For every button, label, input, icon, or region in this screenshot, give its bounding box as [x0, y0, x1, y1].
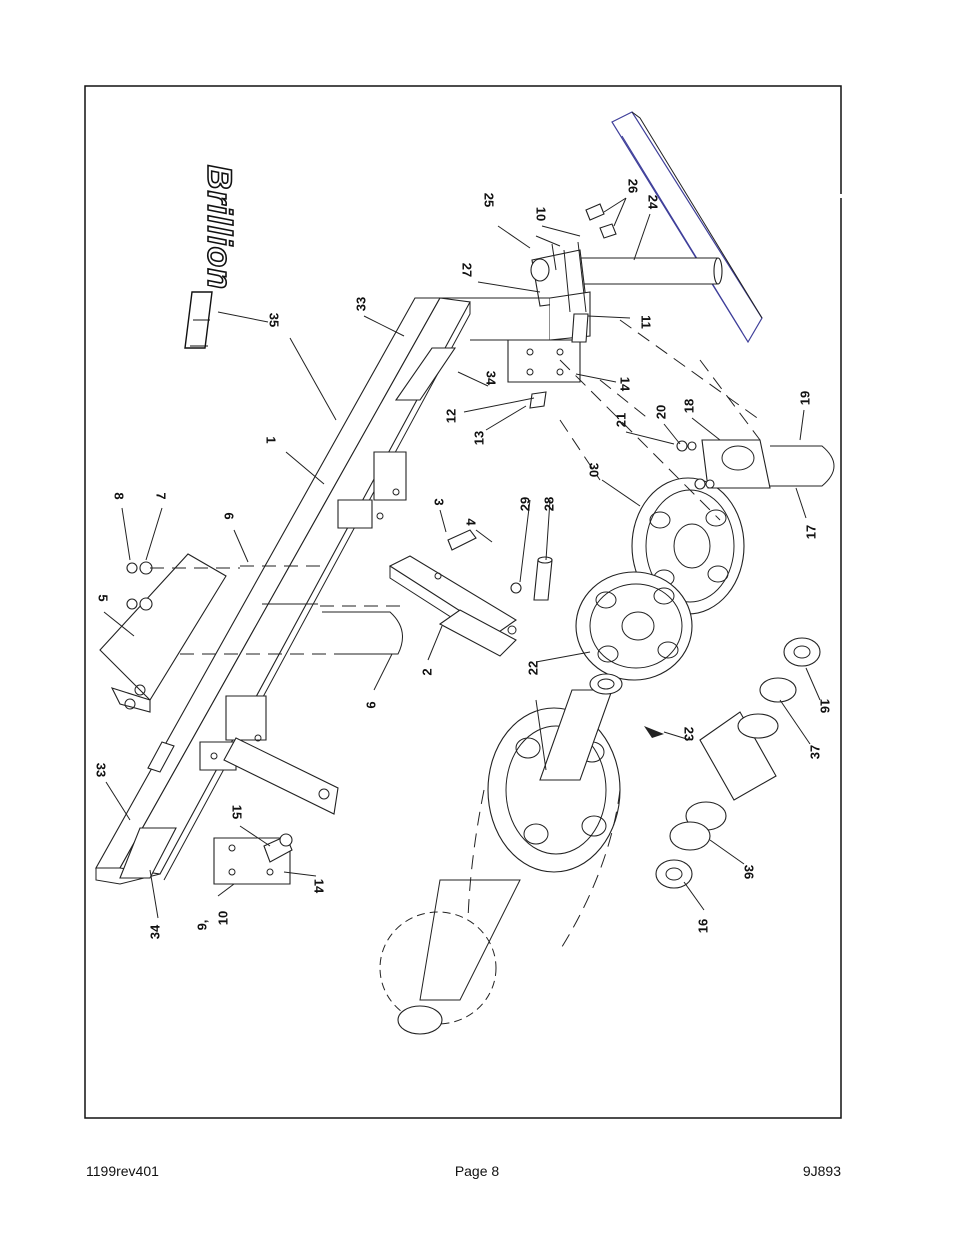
- callout-c-5: 5: [96, 594, 111, 601]
- callout-labels: 1234566789,10101112131414151616171819202…: [94, 179, 833, 939]
- callout-c-910a: 9,: [194, 920, 209, 931]
- callout-c-910b: 10: [215, 911, 230, 925]
- callout-c-15: 15: [230, 805, 245, 819]
- callout-c-6a: 6: [222, 512, 237, 519]
- callout-c-1: 1: [264, 436, 279, 443]
- callout-c-26: 26: [626, 179, 641, 193]
- callout-c-6b: 6: [363, 701, 378, 708]
- callout-c-35: 35: [267, 313, 282, 327]
- callout-c-4: 4: [464, 518, 479, 526]
- callout-c-11: 11: [639, 315, 654, 329]
- callout-c-22: 22: [525, 661, 540, 675]
- callout-c-33a: 33: [353, 297, 368, 311]
- callout-c-34a: 34: [484, 371, 499, 386]
- pin-28: [510, 556, 553, 601]
- callout-c-13: 13: [471, 431, 486, 445]
- disc-22: [575, 571, 693, 681]
- callout-c-7: 7: [154, 492, 169, 499]
- roller-assembly: [379, 673, 623, 1035]
- logo-text: Brillion: [200, 165, 238, 290]
- callout-c-16a: 16: [818, 699, 833, 713]
- callout-c-20: 20: [653, 405, 668, 419]
- toolbar-channel: [611, 111, 763, 344]
- diagram-frame: [84, 85, 842, 1119]
- callout-c-8: 8: [112, 492, 127, 499]
- brillion-logo: Brillion: [184, 164, 239, 349]
- callout-c-3: 3: [432, 498, 447, 505]
- callout-c-17: 17: [803, 525, 818, 539]
- callout-c-25: 25: [482, 193, 497, 207]
- callout-c-12: 12: [443, 409, 458, 423]
- clamp-18: [676, 439, 835, 490]
- spindle-15: [263, 833, 293, 863]
- callout-c-24: 24: [646, 195, 661, 210]
- main-frame-bar: [95, 291, 591, 885]
- shank-24: [530, 249, 723, 307]
- callout-c-27: 27: [460, 263, 475, 277]
- bracket-2: [388, 529, 518, 657]
- callout-c-37: 37: [807, 745, 822, 759]
- callout-c-33b: 33: [94, 763, 109, 777]
- callout-c-28: 28: [541, 497, 556, 511]
- u-bolts-6: [180, 565, 403, 655]
- footer-page-number: Page 8: [454, 1163, 500, 1179]
- callout-c-23: 23: [682, 727, 697, 741]
- callout-c-18: 18: [681, 399, 696, 413]
- callout-c-34b: 34: [147, 924, 162, 939]
- callout-c-14a: 14: [618, 377, 633, 392]
- callout-c-19: 19: [797, 391, 812, 405]
- bearing-parts: [644, 637, 821, 889]
- fasteners-7-8: [126, 561, 240, 611]
- callout-c-2: 2: [419, 668, 434, 675]
- bolts-top: [529, 203, 617, 409]
- callout-c-36: 36: [742, 865, 757, 879]
- callout-c-21: 21: [613, 413, 628, 427]
- guide-lines: [320, 319, 761, 607]
- footer-revision: 1199rev401: [86, 1163, 159, 1179]
- bracket-5: [99, 553, 227, 713]
- leader-lines: [103, 197, 821, 919]
- callout-c-14b: 14: [312, 879, 327, 894]
- callout-c-30: 30: [587, 463, 602, 477]
- callout-c-10: 10: [534, 207, 549, 221]
- footer-part-number: 9J893: [802, 1163, 841, 1179]
- callout-c-16b: 16: [695, 919, 710, 933]
- callout-c-29: 29: [517, 497, 532, 511]
